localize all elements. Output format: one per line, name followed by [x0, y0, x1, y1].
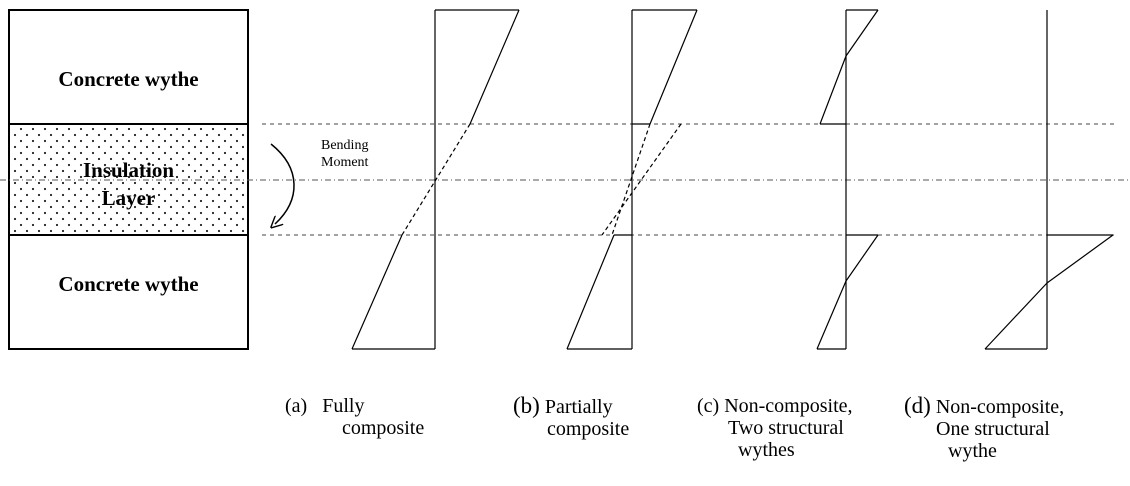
caption-d-line1: Non-composite, — [935, 396, 1065, 418]
caption-c-line1: Non-composite, — [724, 395, 853, 417]
strain-profile-partially-composite — [566, 9, 698, 350]
bending-moment-arrow — [271, 143, 295, 224]
caption-b: (b) Partially composite — [513, 393, 630, 440]
bending-moment-label: Bending Moment — [321, 137, 368, 171]
caption-d: (d) Non-composite, One structural wythe — [904, 393, 1065, 462]
caption-b-tag: (b) — [513, 393, 540, 418]
insulation-layer-label-line2: Layer — [101, 186, 156, 210]
strain-profile-fully-composite — [351, 9, 520, 350]
caption-c: (c) Non-composite, Two structural wythes — [697, 395, 853, 461]
caption-d-tag: (d) — [904, 393, 931, 418]
caption-d-line2: One structural — [936, 418, 1050, 440]
caption-a-line2: composite — [342, 417, 425, 439]
bottom-concrete-wythe-label: Concrete wythe — [58, 272, 199, 296]
caption-d-line3: wythe — [948, 440, 997, 462]
caption-b-line1: Partially — [544, 396, 613, 418]
strain-profile-noncomposite-one-wythe — [984, 10, 1114, 350]
caption-a-tag: (a) — [285, 395, 308, 417]
insulation-layer-label-line1: Insulation — [82, 158, 175, 182]
caption-a: (a) Fully composite — [285, 395, 424, 439]
caption-c-line2: Two structural — [728, 417, 844, 439]
caption-c-tag: (c) — [697, 395, 720, 417]
bending-moment-line1: Bending — [321, 138, 369, 153]
strain-profile-noncomposite-two-wythes — [816, 9, 879, 350]
top-concrete-wythe-label: Concrete wythe — [58, 67, 199, 91]
bending-moment-line2: Moment — [321, 155, 369, 170]
caption-c-line3: wythes — [738, 439, 795, 461]
caption-b-line2: composite — [547, 418, 630, 440]
caption-a-line1: Fully — [322, 395, 365, 417]
